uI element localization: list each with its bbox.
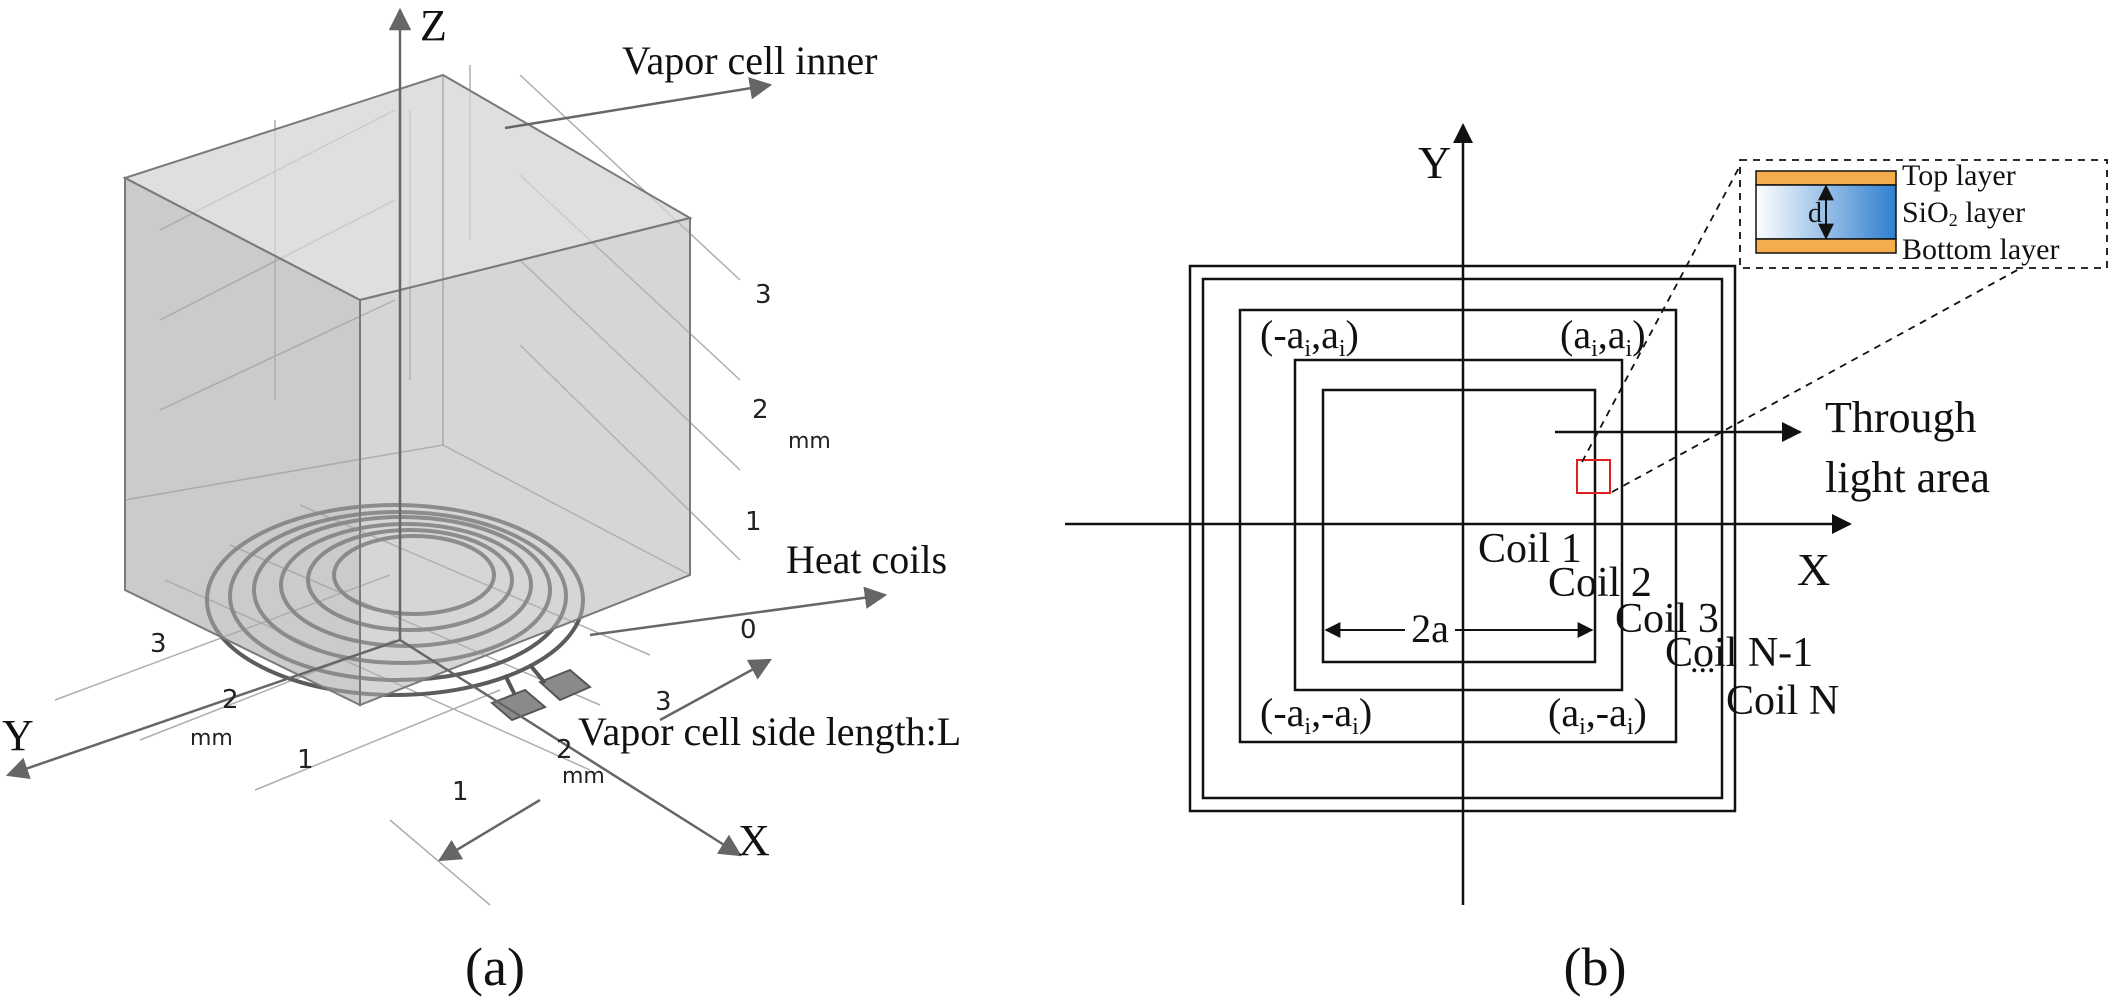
side-length-label: Vapor cell side length:L xyxy=(578,709,961,754)
z-tick-0: 0 xyxy=(740,615,757,645)
vapor-inner-pointer xyxy=(504,77,773,130)
coil-outer-2 xyxy=(1201,277,1724,800)
b-y-axis-label: Y xyxy=(1418,137,1451,188)
x-tick-3: 3 xyxy=(655,687,672,717)
through-light-label-1: Through xyxy=(1825,393,1977,442)
highlight-square xyxy=(1576,459,1611,494)
sio2-layer-label: SiO2 layer xyxy=(1902,196,2025,230)
x-axis-line xyxy=(399,638,742,857)
x-tick-1: 1 xyxy=(452,777,469,807)
corner-bottom-right: (ai,-ai) xyxy=(1548,690,1647,740)
layer-inset: d Top layer SiO2 layer Bottom layer xyxy=(1739,159,2108,269)
y-tick-3: 3 xyxy=(150,629,167,659)
heat-coil-pads xyxy=(490,663,592,722)
top-layer-label: Top layer xyxy=(1902,159,2016,192)
coil-n-label: Coil N xyxy=(1726,678,1839,724)
z-tick-3: 3 xyxy=(755,280,772,310)
heat-coils-pointer xyxy=(589,586,888,637)
panel-a-axes xyxy=(5,7,888,862)
panel-b: Y X (-ai,ai) (ai,ai) (-ai,-ai) (ai,-ai) … xyxy=(1065,123,2108,997)
coil-inner-2 xyxy=(1293,358,1624,692)
corner-top-left: (-ai,ai) xyxy=(1260,312,1359,362)
y-tick-1: 1 xyxy=(297,745,314,775)
x-axis-label: X xyxy=(738,816,770,865)
y-axis-label: Y xyxy=(2,711,34,760)
square-coils xyxy=(1188,264,1737,813)
coil-3-label: Coil 3 xyxy=(1615,596,1719,642)
side-length-arrow-b xyxy=(438,798,541,862)
x-tick-2: 2 xyxy=(556,735,573,765)
z-axis-label: Z xyxy=(420,1,447,50)
coil-outer-1 xyxy=(1188,264,1737,813)
side-length-arrow-a xyxy=(659,658,772,722)
caption-a: (a) xyxy=(465,937,525,997)
vapor-cell-inner-label: Vapor cell inner xyxy=(622,38,877,83)
z-tick-1: 1 xyxy=(745,507,762,537)
coil-2-label: Coil 2 xyxy=(1548,560,1652,606)
panel-a: Z Y X Vapor cell inner Heat coils Vapor … xyxy=(2,1,961,997)
bottom-layer-label: Bottom layer xyxy=(1902,233,2059,266)
coil-inner-1 xyxy=(1321,388,1597,664)
dimension-2a-label: 2a xyxy=(1411,606,1449,651)
z-tick-2: 2 xyxy=(752,395,769,425)
coil-mid xyxy=(1238,308,1678,744)
coil-n-minus-1-label: Coil N-1 xyxy=(1665,630,1813,676)
b-x-axis-label: X xyxy=(1797,544,1830,595)
corner-bottom-left: (-ai,-ai) xyxy=(1260,690,1372,740)
coil-1-label: Coil 1 xyxy=(1478,526,1582,572)
through-light-label-2: light area xyxy=(1825,453,1990,502)
top-layer-bar xyxy=(1755,170,1897,186)
vapor-cell-cube xyxy=(122,73,693,707)
corner-top-right: (ai,ai) xyxy=(1560,312,1646,362)
callout-line-1 xyxy=(1581,161,1743,463)
x-unit: mm xyxy=(562,764,605,789)
coil-ellipsis: ... xyxy=(1690,643,1716,680)
heat-coils-label: Heat coils xyxy=(786,537,947,582)
y-tick-2: 2 xyxy=(222,685,239,715)
y-axis-line xyxy=(5,638,401,780)
thickness-label: d xyxy=(1808,198,1822,229)
z-unit: mm xyxy=(788,429,831,454)
y-unit: mm xyxy=(190,726,233,751)
caption-b: (b) xyxy=(1564,937,1627,997)
bottom-layer-bar xyxy=(1755,238,1897,254)
